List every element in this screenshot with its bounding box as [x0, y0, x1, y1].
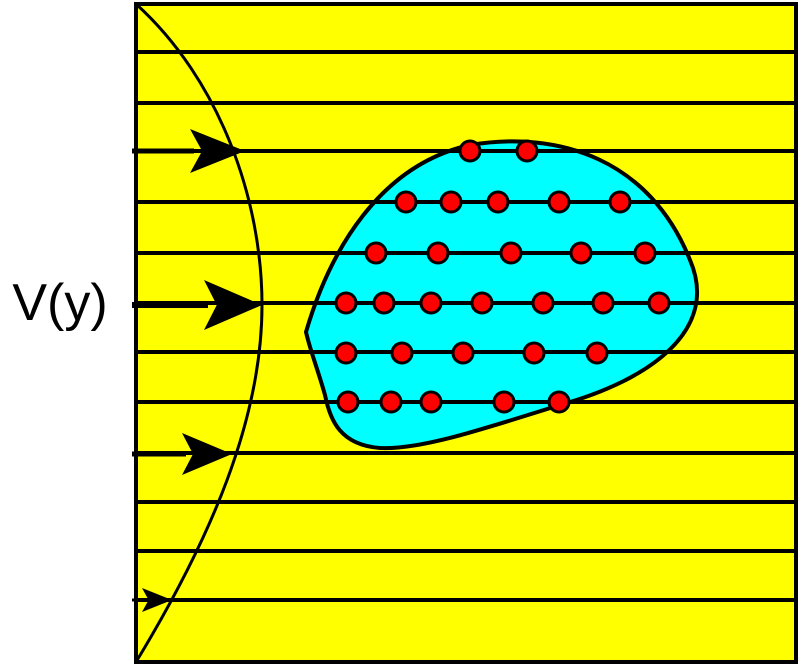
particle	[499, 241, 523, 265]
velocity-arrow-head	[190, 129, 245, 173]
particle	[486, 190, 510, 214]
velocity-arrows	[132, 129, 262, 612]
velocity-label: V(y)	[12, 274, 107, 332]
particle	[439, 190, 463, 214]
particle	[372, 291, 396, 315]
particle	[451, 341, 475, 365]
channel-border	[134, 2, 798, 664]
particle	[633, 241, 657, 265]
particle	[647, 291, 671, 315]
velocity-arrow-head	[182, 433, 232, 475]
particle	[419, 291, 443, 315]
particle	[379, 390, 403, 414]
velocity-arrow	[132, 129, 245, 173]
velocity-arrow-head	[204, 280, 262, 330]
cell-blob	[303, 139, 699, 451]
particle	[426, 241, 450, 265]
particle	[522, 341, 546, 365]
particle	[419, 390, 443, 414]
particle	[390, 341, 414, 365]
velocity-arrow	[132, 433, 232, 475]
velocity-arrow	[132, 280, 262, 330]
particle	[458, 139, 482, 163]
particle	[585, 341, 609, 365]
particle	[608, 190, 632, 214]
particles	[334, 139, 671, 414]
particle	[515, 139, 539, 163]
particle	[547, 190, 571, 214]
particle	[470, 291, 494, 315]
particle	[334, 341, 358, 365]
particle	[336, 390, 360, 414]
particle	[591, 291, 615, 315]
particle	[364, 241, 388, 265]
particle	[547, 390, 571, 414]
particle	[334, 291, 358, 315]
particle	[492, 390, 516, 414]
velocity-profile-curve	[134, 2, 264, 663]
particle	[569, 241, 593, 265]
particle	[394, 190, 418, 214]
velocity-arrow-head	[142, 588, 172, 612]
particle	[531, 291, 555, 315]
